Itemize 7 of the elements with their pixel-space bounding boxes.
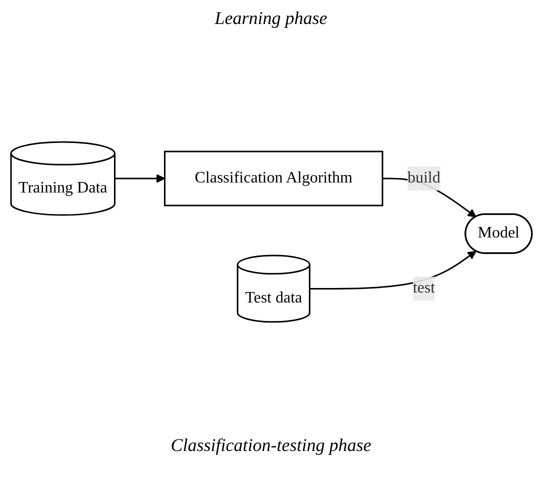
phase-label: Classification-testing phase: [170, 435, 372, 456]
arrow: [309, 250, 476, 290]
edge-label: test: [412, 280, 435, 297]
node-box: Classification Algorithm: [164, 150, 383, 206]
phase-label: Learning phase: [214, 8, 328, 29]
edge-label: build: [407, 170, 440, 187]
arrow: [114, 174, 165, 183]
